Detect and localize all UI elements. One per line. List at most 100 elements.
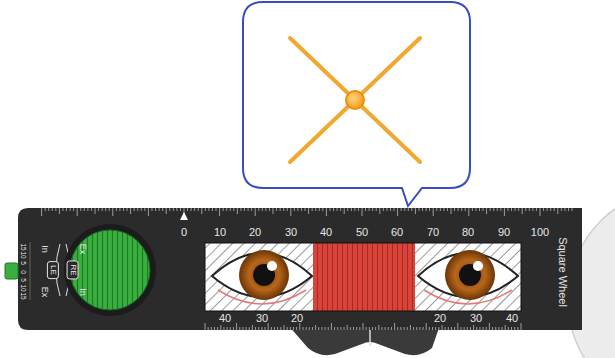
scale-tick xyxy=(302,327,303,330)
scale-tick xyxy=(416,327,417,330)
scale-tick xyxy=(194,208,195,211)
scale-tick xyxy=(321,327,322,330)
scale-tick xyxy=(284,325,285,330)
scale-tick xyxy=(564,208,565,211)
scale-tick xyxy=(561,208,562,211)
scale-tick xyxy=(144,208,145,211)
scale-tick xyxy=(383,208,384,211)
scale-tick xyxy=(242,327,243,330)
scale-tick xyxy=(554,208,555,211)
scale-tick xyxy=(151,208,152,211)
scale-tick xyxy=(568,208,569,211)
scale-tick xyxy=(401,208,402,211)
scale-tick xyxy=(457,323,458,330)
scale-tick xyxy=(318,327,319,330)
scale-tick xyxy=(500,208,501,211)
scale-tick xyxy=(508,327,509,330)
scale-tick xyxy=(280,327,281,330)
scale-tick xyxy=(378,325,379,330)
scale-tick xyxy=(423,327,424,330)
scale-tick xyxy=(411,208,412,211)
scale-tick xyxy=(492,327,493,330)
scale-tick xyxy=(479,327,480,330)
scale-tick xyxy=(454,327,455,330)
scale-tick xyxy=(98,208,99,211)
scale-tick xyxy=(102,208,103,211)
scale-tick xyxy=(212,208,213,211)
scale-tick xyxy=(230,208,231,211)
scale-tick xyxy=(461,208,462,211)
scale-tick xyxy=(394,323,395,330)
scale-tick xyxy=(70,208,71,211)
scale-tick xyxy=(369,208,370,211)
scale-tick xyxy=(109,208,110,211)
scale-tick xyxy=(372,327,373,330)
dial-number: 10 xyxy=(20,284,27,291)
scale-tick xyxy=(536,208,537,211)
scale-tick xyxy=(283,208,284,211)
scale-tick xyxy=(319,208,320,211)
scale-tick xyxy=(308,208,309,214)
scale-tick xyxy=(386,208,387,211)
scale-tick xyxy=(400,327,401,330)
scale-number: 30 xyxy=(285,227,297,238)
scale-tick xyxy=(376,208,377,211)
scale-tick xyxy=(273,208,274,214)
scale-tick xyxy=(415,208,416,214)
scale-tick xyxy=(390,208,391,211)
scale-tick xyxy=(277,327,278,330)
scale-number: 90 xyxy=(498,227,510,238)
scale-tick xyxy=(173,208,174,211)
scale-tick xyxy=(230,327,231,330)
scale-tick xyxy=(465,208,466,211)
scale-tick xyxy=(540,208,541,216)
scale-tick xyxy=(134,208,135,211)
scale-tick xyxy=(155,208,156,211)
scale-number: 20 xyxy=(434,313,446,324)
scale-tick xyxy=(80,208,81,211)
scale-number: 100 xyxy=(531,227,549,238)
scale-tick xyxy=(59,208,60,214)
scale-tick xyxy=(507,208,508,211)
scale-tick xyxy=(493,208,494,211)
dial-number: 15 xyxy=(20,243,27,250)
scale-number: 0 xyxy=(181,227,187,238)
scale-tick xyxy=(365,208,366,211)
scale-tick xyxy=(205,208,206,211)
scale-tick xyxy=(495,327,496,330)
scale-tick xyxy=(220,325,221,330)
scale-tick xyxy=(350,327,351,330)
scale-tick xyxy=(95,208,96,214)
scale-tick xyxy=(41,208,42,216)
scale-tick xyxy=(436,208,437,211)
scale-tick xyxy=(443,208,444,211)
scale-tick xyxy=(77,208,78,216)
scale-tick xyxy=(454,208,455,211)
scale-tick xyxy=(366,327,367,330)
scale-tick xyxy=(162,208,163,211)
scale-tick xyxy=(407,327,408,330)
scale-tick xyxy=(55,208,56,211)
scale-tick xyxy=(347,325,348,330)
scale-tick xyxy=(201,208,202,214)
scale-tick xyxy=(217,327,218,330)
scale-tick xyxy=(464,327,465,330)
scale-tick xyxy=(294,208,295,211)
scale-tick xyxy=(293,327,294,330)
scale-tick xyxy=(385,327,386,330)
scale-tick xyxy=(472,208,473,211)
scale-tick xyxy=(276,208,277,211)
scale-tick xyxy=(248,208,249,211)
scale-tick xyxy=(517,327,518,330)
scale-tick xyxy=(525,208,526,211)
scale-tick xyxy=(255,208,256,216)
scale-tick xyxy=(326,208,327,216)
scale-tick xyxy=(233,208,234,211)
scale-tick xyxy=(340,327,341,330)
scale-tick xyxy=(442,325,443,330)
scale-tick xyxy=(515,208,516,211)
scale-tick xyxy=(362,208,363,216)
scale-number: 40 xyxy=(506,313,518,324)
scale-tick xyxy=(438,327,439,330)
scale-tick xyxy=(486,327,487,330)
